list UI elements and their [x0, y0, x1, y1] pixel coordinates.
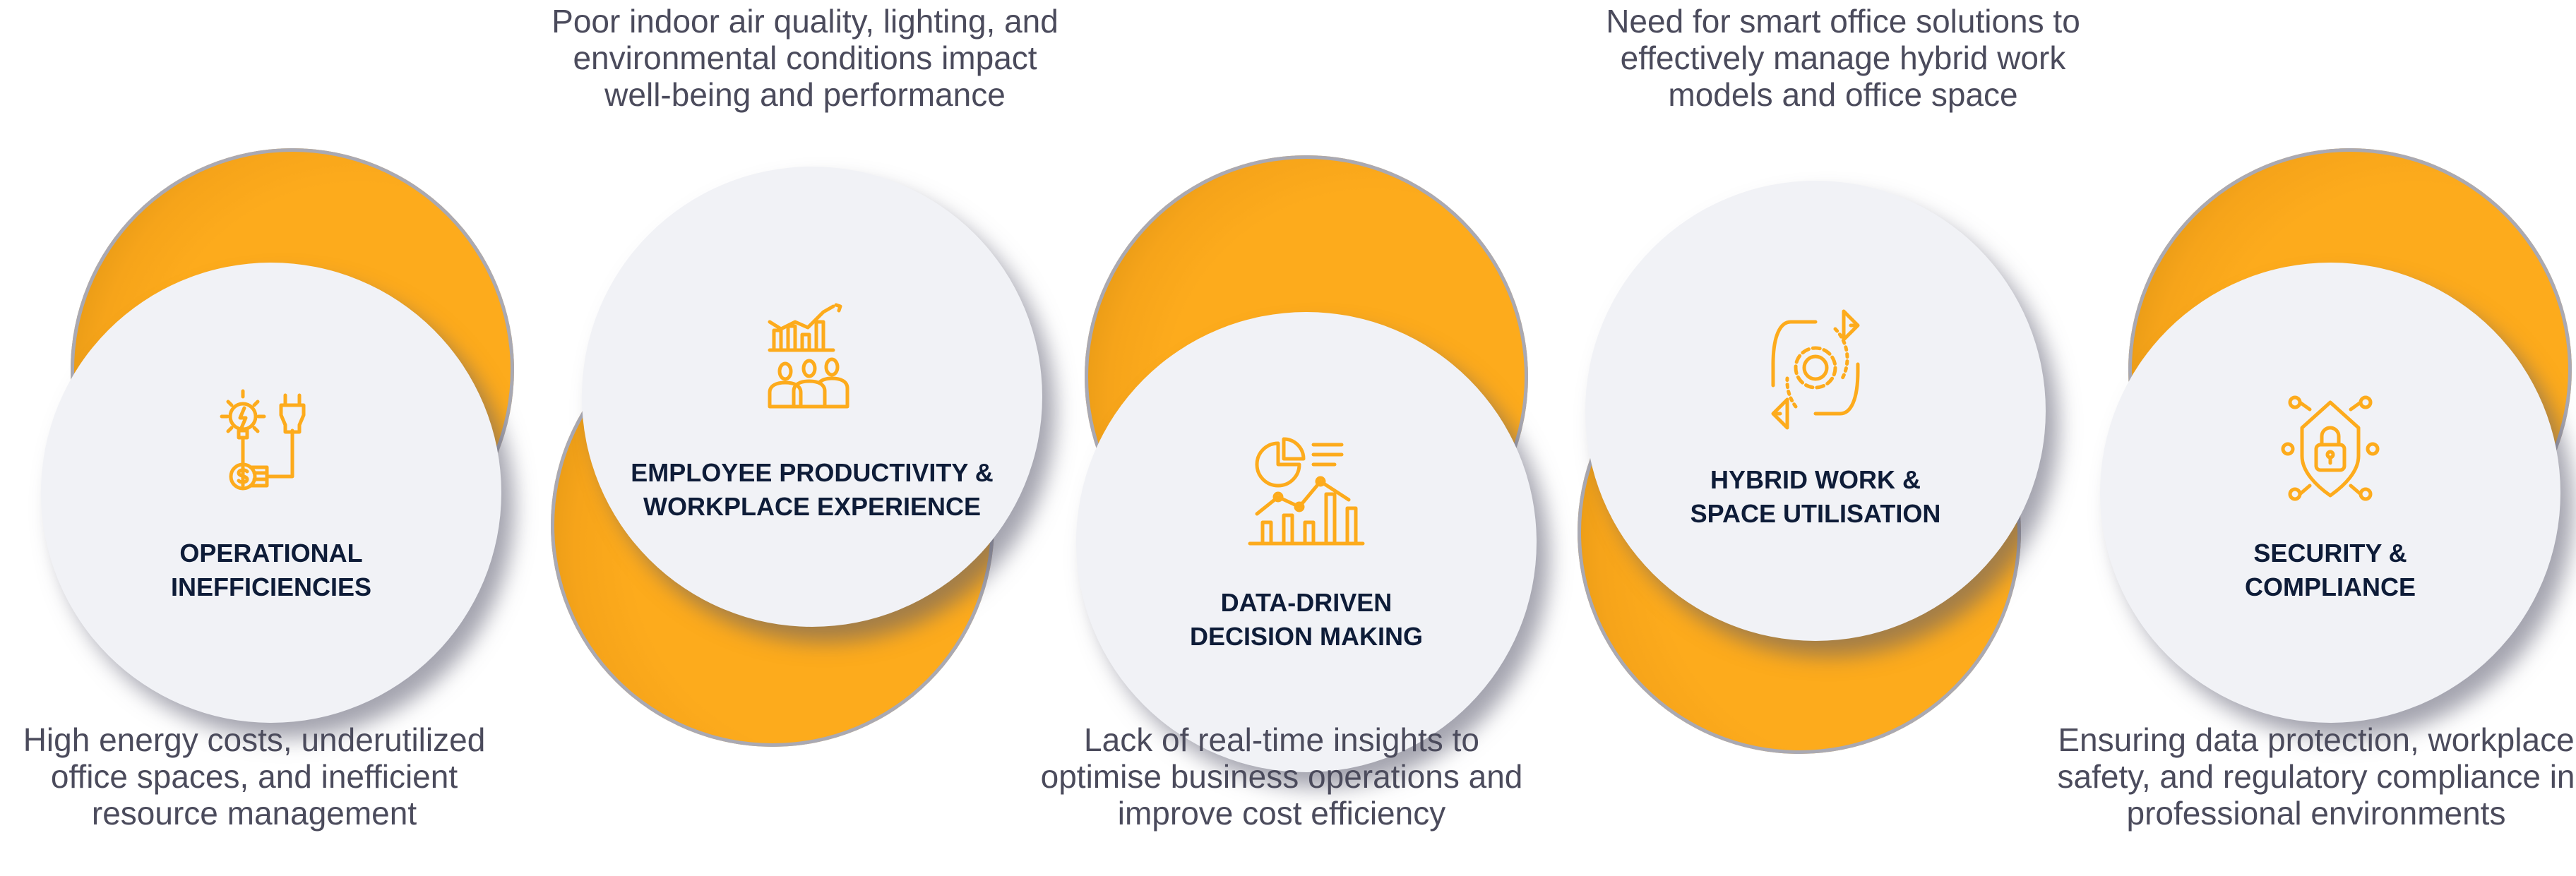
card-employee-productivity: EMPLOYEE PRODUCTIVITY & WORKPLACE EXPERIE…: [582, 167, 1042, 627]
description-hybrid-work: Need for smart office solutions to effec…: [1606, 3, 2080, 113]
card-operational-inefficiencies: OPERATIONAL INEFFICIENCIES: [41, 263, 501, 723]
description-employee-productivity: Poor indoor air quality, lighting, and e…: [551, 3, 1059, 113]
shield-lock-network-icon: [2281, 395, 2380, 501]
title-line: SPACE UTILISATION: [1690, 499, 1941, 528]
title-line: SECURITY &: [2253, 539, 2407, 568]
card-security-compliance: SECURITY & COMPLIANCE: [2100, 263, 2560, 723]
description-data-driven: Lack of real-time insights to optimise b…: [1040, 721, 1523, 832]
card-hybrid-work: HYBRID WORK & SPACE UTILISATION: [1585, 181, 2046, 641]
card-data-driven-decision-making: DATA-DRIVEN DECISION MAKING: [1076, 312, 1537, 772]
description-security-compliance: Ensuring data protection, workplace safe…: [2057, 721, 2575, 832]
description-operational-inefficiencies: High energy costs, underutilized office …: [23, 721, 486, 832]
card-title: EMPLOYEE PRODUCTIVITY & WORKPLACE EXPERIE…: [631, 456, 993, 524]
title-line: INEFFICIENCIES: [170, 572, 372, 601]
title-line: HYBRID WORK &: [1710, 465, 1921, 494]
title-line: WORKPLACE EXPERIENCE: [643, 492, 982, 521]
lightbulb-plug-dollar-icon: [220, 389, 306, 491]
title-line: EMPLOYEE PRODUCTIVITY &: [631, 458, 994, 487]
gear-cycle-icon: [1771, 309, 1860, 430]
team-growth-chart-icon: [768, 303, 849, 409]
card-title: OPERATIONAL INEFFICIENCIES: [171, 536, 371, 604]
card-title: SECURITY & COMPLIANCE: [2245, 536, 2416, 604]
title-line: DATA-DRIVEN: [1220, 588, 1393, 617]
title-line: OPERATIONAL: [179, 539, 363, 568]
title-line: DECISION MAKING: [1189, 622, 1423, 651]
title-line: COMPLIANCE: [2245, 572, 2416, 601]
analytics-chart-icon: [1248, 437, 1365, 546]
card-title: DATA-DRIVEN DECISION MAKING: [1190, 586, 1423, 654]
card-title: HYBRID WORK & SPACE UTILISATION: [1690, 463, 1941, 531]
